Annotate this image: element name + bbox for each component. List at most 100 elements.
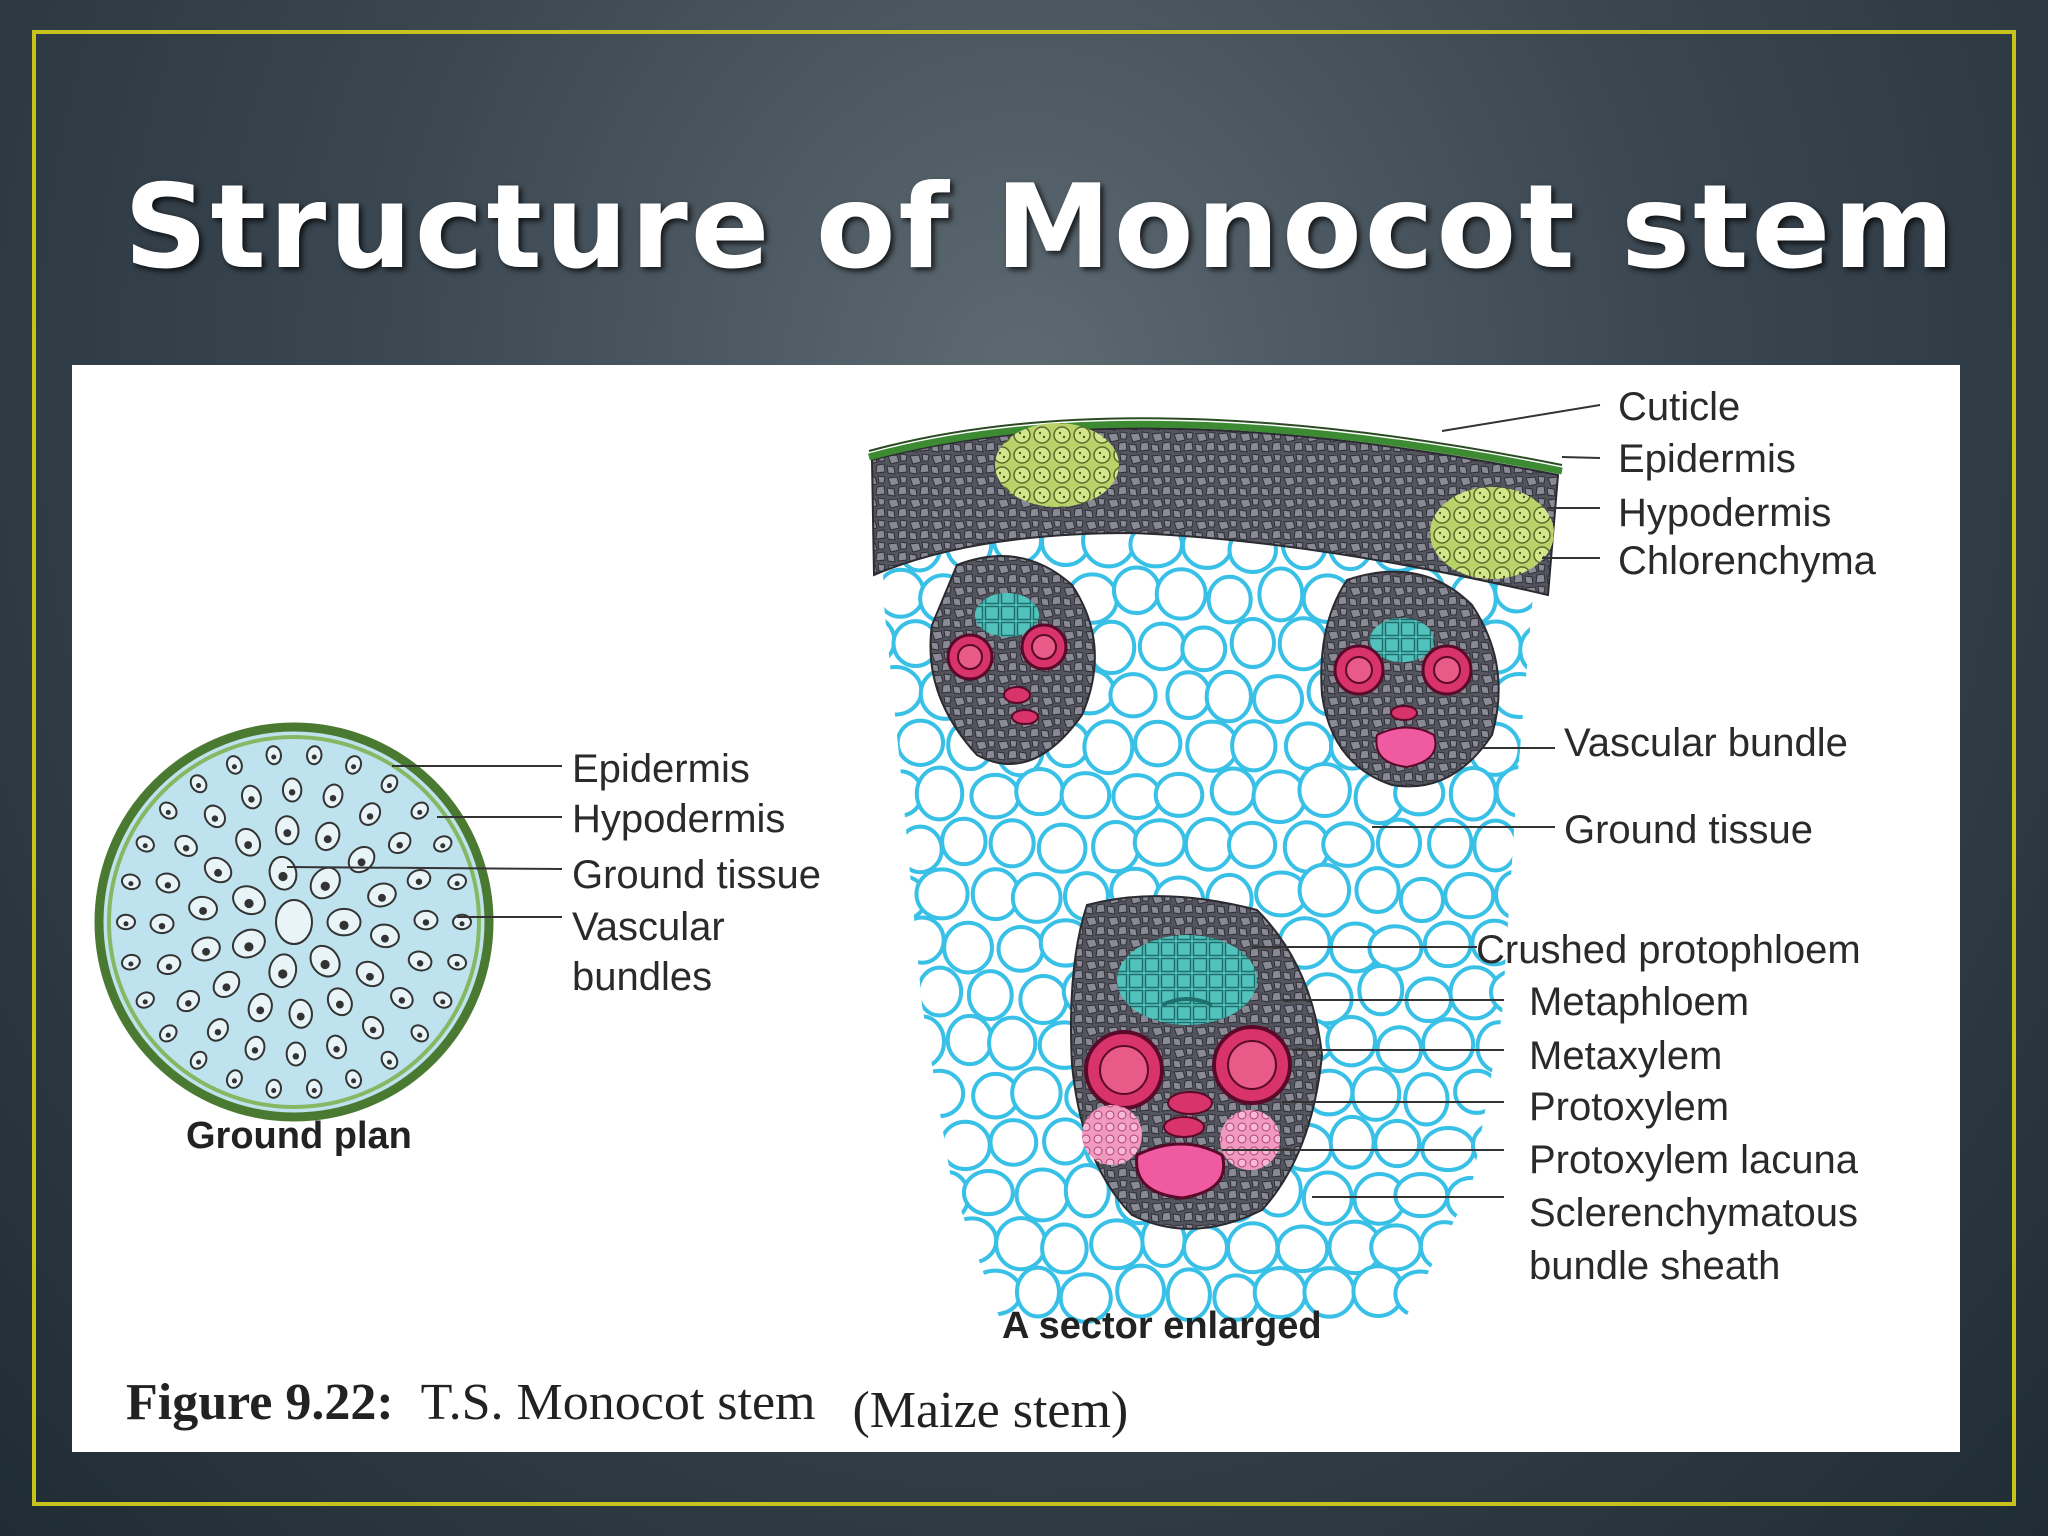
vascular-bundle-xylem-dot <box>454 881 460 887</box>
parenchyma-cell <box>895 718 946 767</box>
vascular-bundle-xylem-dot <box>357 858 366 867</box>
parenchyma-cell <box>1475 1020 1523 1074</box>
parenchyma-cell <box>1275 1224 1330 1274</box>
parenchyma-cell <box>1472 818 1519 873</box>
vascular-bundle-xylem-dot <box>311 754 317 760</box>
parenchyma-cell <box>1180 625 1228 673</box>
vascular-bundle-xylem-dot <box>396 841 403 849</box>
vascular-bundle-xylem-dot <box>244 942 254 952</box>
parenchyma-cell <box>1089 1218 1145 1271</box>
vascular-bundle-xylem-dot <box>416 960 424 967</box>
parenchyma-cell <box>890 1114 945 1166</box>
parenchyma-cell <box>1183 816 1235 872</box>
parenchyma-cell <box>1185 719 1240 773</box>
parenchyma-cell <box>1014 1265 1061 1319</box>
vascular-bundle-xylem-dot <box>386 1059 392 1065</box>
vascular-bundle-xylem-dot <box>323 835 332 844</box>
parenchyma-cell <box>969 772 1021 820</box>
vascular-bundle-xylem-dot <box>296 1012 305 1021</box>
parenchyma-cell <box>1086 619 1137 676</box>
sector-label-crushed-protophloem: Crushed protophloem <box>1476 928 1861 972</box>
parenchyma-cell <box>1375 817 1422 869</box>
parenchyma-cell <box>966 969 1014 1022</box>
parenchyma-cell <box>1393 1172 1450 1219</box>
parenchyma-cell <box>1448 1265 1504 1319</box>
parenchyma-cell <box>996 925 1045 973</box>
parenchyma-cell <box>914 765 965 822</box>
figure-number: Figure 9.22: <box>126 1374 394 1431</box>
parenchyma-cell <box>1063 1163 1111 1219</box>
vascular-bundle-xylem-dot <box>381 934 389 943</box>
parenchyma-cell <box>961 1169 1015 1217</box>
vascular-bundle-xylem-dot <box>271 754 277 760</box>
vascular-bundle-xylem-dot <box>222 983 231 992</box>
parenchyma-cell <box>1059 771 1112 820</box>
parenchyma-cell <box>1154 567 1208 621</box>
parenchyma-cell <box>1494 764 1548 818</box>
parenchyma-cell <box>917 1272 965 1320</box>
parenchyma-cell <box>880 567 926 619</box>
vascular-bundle-xylem-dot <box>440 999 446 1005</box>
vascular-bundle-2 <box>1320 570 1500 788</box>
vascular-bundle-xylem-dot <box>185 1000 192 1007</box>
parenchyma-cell <box>1018 974 1069 1026</box>
vascular-bundle-xylem-dot <box>278 969 288 979</box>
vascular-bundle-xylem-dot <box>278 871 288 882</box>
vascular-bundle-xylem-dot <box>292 1053 300 1060</box>
parenchyma-cell <box>1165 1267 1212 1322</box>
vascular-bundle-xylem-dot <box>251 1047 259 1054</box>
sector-caption: A sector enlarged <box>1002 1305 1322 1347</box>
vascular-bundle-xylem-dot <box>164 882 172 889</box>
sector-label-epidermis: Epidermis <box>1618 437 1796 481</box>
parenchyma-cell <box>914 867 970 921</box>
parenchyma-cell <box>1427 817 1474 869</box>
vascular-bundle-xylem-dot <box>351 1078 357 1084</box>
parenchyma-cell <box>880 1173 921 1226</box>
parenchyma-cell <box>880 916 904 970</box>
parenchyma-cell <box>1014 767 1066 817</box>
figure-panel: Epidermis Hypodermis Ground tissue Vascu… <box>72 365 1960 1452</box>
parenchyma-cell <box>896 824 944 875</box>
gp-label-epidermis: Epidermis <box>572 747 750 791</box>
parenchyma-cell <box>898 915 946 965</box>
parenchyma-cell <box>1541 574 1552 623</box>
vascular-bundle-xylem-dot <box>351 764 357 770</box>
parenchyma-cell <box>1283 721 1334 771</box>
parenchyma-cell <box>1058 1272 1113 1324</box>
vascular-bundle-xylem-dot <box>417 809 423 815</box>
vascular-bundle-1 <box>929 555 1096 765</box>
vascular-bundle-xylem-dot <box>440 843 446 849</box>
ground-plan-diagram <box>94 722 494 1122</box>
parenchyma-cell <box>1448 765 1498 822</box>
parenchyma-cell <box>1542 669 1552 716</box>
parenchyma-cell <box>1206 574 1253 625</box>
parenchyma-cell <box>1257 566 1305 623</box>
vascular-bundle-xylem-dot <box>244 898 254 909</box>
parenchyma-cell <box>1470 1121 1520 1170</box>
vascular-bundle-xylem-dot <box>248 796 255 803</box>
parenchyma-cell <box>1418 1220 1471 1272</box>
parenchyma-cell <box>880 615 897 666</box>
vascular-bundle-xylem-dot <box>165 963 173 971</box>
vascular-bundle-xylem-dot <box>320 881 330 891</box>
stem-diagram <box>94 404 1601 1326</box>
parenchyma-cell <box>1350 1066 1402 1122</box>
vascular-bundle-xylem-dot <box>459 921 465 927</box>
parenchyma-cell <box>1133 719 1183 768</box>
parenchyma-cell <box>1132 818 1187 867</box>
gp-label-vascular: Vascular <box>572 905 725 949</box>
parenchyma-cell <box>880 1216 892 1268</box>
parenchyma-cell <box>1225 1221 1280 1275</box>
vascular-bundle-xylem-dot <box>366 972 374 981</box>
parenchyma-cell <box>1536 869 1552 923</box>
vascular-bundle-xylem-dot <box>128 961 134 967</box>
parenchyma-cell <box>1518 622 1552 678</box>
parenchyma-cell <box>1153 771 1205 818</box>
parenchyma-cell <box>1357 963 1405 1017</box>
slide-frame <box>32 30 2016 1506</box>
sector-label-bundle-sheath: bundle sheath <box>1529 1244 1781 1288</box>
vascular-bundle-xylem-dot <box>165 809 171 815</box>
vascular-bundle-xylem-dot <box>311 1088 317 1094</box>
parenchyma-cell <box>898 1014 946 1069</box>
figure-caption: Figure 9.22: T.S. Monocot stem (Maize st… <box>126 1373 1128 1439</box>
